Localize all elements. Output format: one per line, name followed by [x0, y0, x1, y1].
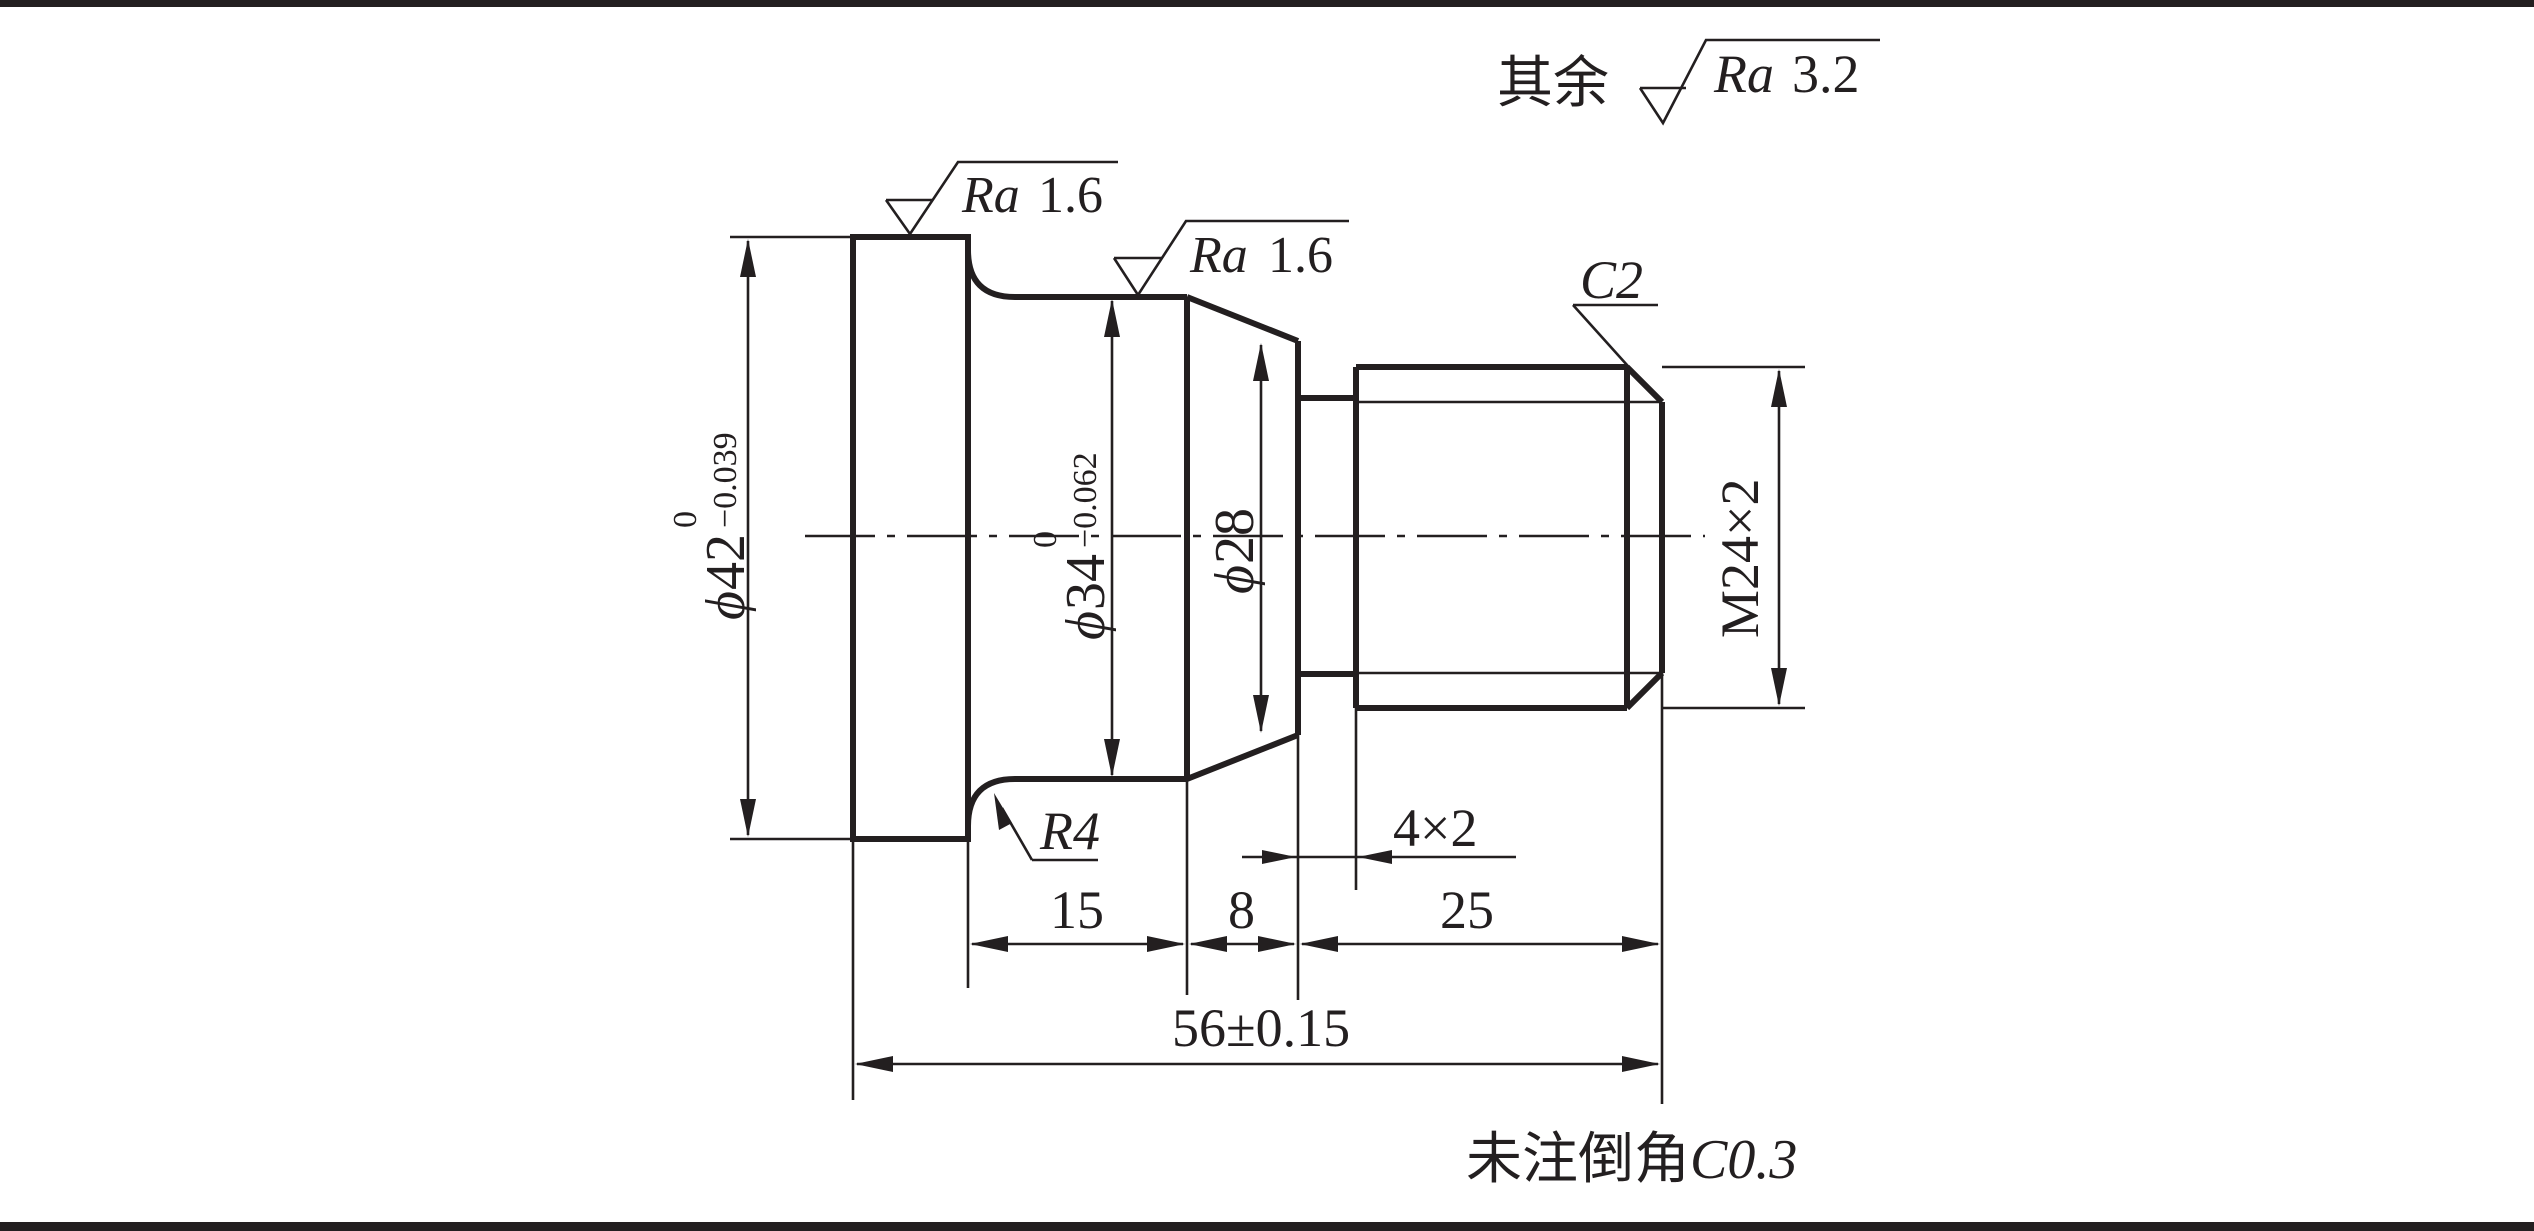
- dim-groove: [1242, 850, 1516, 864]
- roughness-journal-value: 1.6: [1268, 227, 1333, 284]
- dim-25: [1300, 936, 1660, 952]
- dim-thread: [1662, 365, 1805, 710]
- roughness-journal-symbol: [1112, 219, 1349, 298]
- fillet-bottom: [965, 776, 1187, 839]
- label-groove: 4×2: [1393, 798, 1477, 858]
- svg-text:−0.039: −0.039: [707, 432, 744, 528]
- note-prefix: 未注倒角: [1466, 1129, 1690, 1191]
- roughness-shoulder-symbol: [884, 160, 1118, 237]
- roughness-general-prefix: 其余: [1497, 53, 1609, 115]
- dim-phi28: [1253, 343, 1269, 733]
- svg-text:42: 42: [695, 534, 757, 590]
- leader-chamfer: [1572, 303, 1658, 386]
- roughness-general-symbol-text: Ra: [1713, 44, 1774, 104]
- taper-bottom: [1185, 732, 1300, 782]
- top-frame-border: [0, 0, 2534, 7]
- dim-phi42: [730, 235, 853, 841]
- svg-text:ϕ: ϕ: [695, 591, 757, 620]
- svg-text:M24×2: M24×2: [1710, 479, 1770, 638]
- label-56: 56±0.15: [1172, 998, 1350, 1058]
- svg-text:0: 0: [667, 511, 704, 528]
- dim-phi34: [1104, 299, 1120, 777]
- label-phi34: ϕ 34 0 −0.062: [1027, 452, 1117, 640]
- flange-phi42: [850, 234, 971, 842]
- svg-text:28: 28: [1204, 508, 1266, 564]
- label-8: 8: [1228, 880, 1255, 940]
- dim-8: [1189, 936, 1296, 952]
- roughness-general-value: 3.2: [1792, 44, 1860, 104]
- roughness-shoulder-symbol-text: Ra: [961, 167, 1020, 224]
- svg-text:−0.062: −0.062: [1067, 452, 1104, 548]
- label-25: 25: [1440, 880, 1494, 940]
- label-phi28: ϕ 28: [1204, 508, 1266, 594]
- roughness-shoulder-value: 1.6: [1038, 167, 1103, 224]
- fillet-top: [965, 237, 1187, 300]
- svg-text:0: 0: [1027, 531, 1064, 548]
- leader-fillet: [994, 793, 1098, 862]
- label-phi42: ϕ 42 0 −0.039: [667, 432, 757, 620]
- svg-text:ϕ: ϕ: [1204, 565, 1266, 594]
- label-chamfer: C2: [1580, 250, 1643, 310]
- svg-text:34: 34: [1055, 554, 1117, 610]
- svg-text:ϕ: ϕ: [1055, 611, 1117, 640]
- roughness-journal-symbol-text: Ra: [1189, 227, 1248, 284]
- bottom-frame-border: [0, 1222, 2534, 1231]
- dim-15: [970, 936, 1185, 952]
- taper-top: [1185, 294, 1300, 344]
- roughness-general-symbol: [1638, 38, 1880, 126]
- thread-chamfer-bottom: [1624, 670, 1665, 711]
- label-thread: M24×2: [1710, 479, 1770, 638]
- label-fillet: R4: [1039, 801, 1100, 861]
- label-15: 15: [1050, 880, 1104, 940]
- dim-56: [855, 1056, 1660, 1072]
- note-chamfer: C0.3: [1690, 1129, 1797, 1191]
